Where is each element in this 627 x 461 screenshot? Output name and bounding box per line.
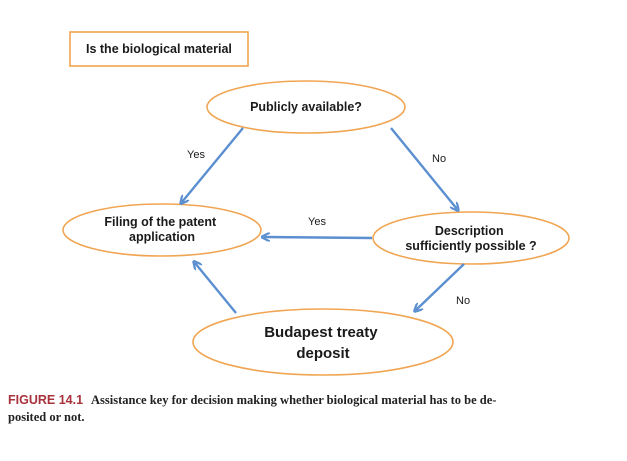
node-description-line1: Description [435, 224, 504, 238]
figure-caption: FIGURE 14.1 Assistance key for decision m… [8, 392, 608, 426]
node-description-line2: sufficiently possible ? [405, 239, 536, 253]
node-budapest-line1: Budapest treaty [264, 324, 378, 341]
edge-label-description-to-filing: Yes [308, 216, 326, 228]
node-description-label: Description sufficiently possible ? [405, 224, 536, 253]
arrow-publicly-to-description [390, 127, 457, 209]
node-filing-label: Filing of the patent application [104, 215, 219, 244]
node-budapest [192, 308, 454, 376]
node-filing [62, 203, 262, 257]
node-publicly-available [206, 80, 406, 134]
node-budapest-label: Budapest treaty deposit [264, 324, 382, 362]
node-description [372, 211, 570, 265]
arrow-description-to-budapest [416, 263, 465, 310]
figure-caption-text-line1: Assistance key for decision making wheth… [91, 393, 497, 407]
node-publicly-available-label: Publicly available? [250, 100, 362, 114]
edge-label-publicly-to-filing: Yes [187, 149, 205, 161]
figure-caption-label: FIGURE 14.1 [8, 393, 84, 407]
node-budapest-line2: deposit [296, 345, 349, 362]
header-box-label: Is the biological material [86, 42, 232, 56]
arrow-description-to-filing [264, 237, 373, 238]
edge-label-publicly-to-description: No [432, 153, 446, 165]
arrow-budapest-to-filing [195, 263, 237, 314]
node-filing-line1: Filing of the patent [104, 215, 217, 229]
figure-caption-text-line2: posited or not. [8, 410, 85, 424]
edge-label-description-to-budapest: No [456, 295, 470, 307]
header-box [69, 31, 249, 67]
arrow-publicly-to-filing [182, 127, 244, 202]
node-filing-line2: application [129, 230, 195, 244]
